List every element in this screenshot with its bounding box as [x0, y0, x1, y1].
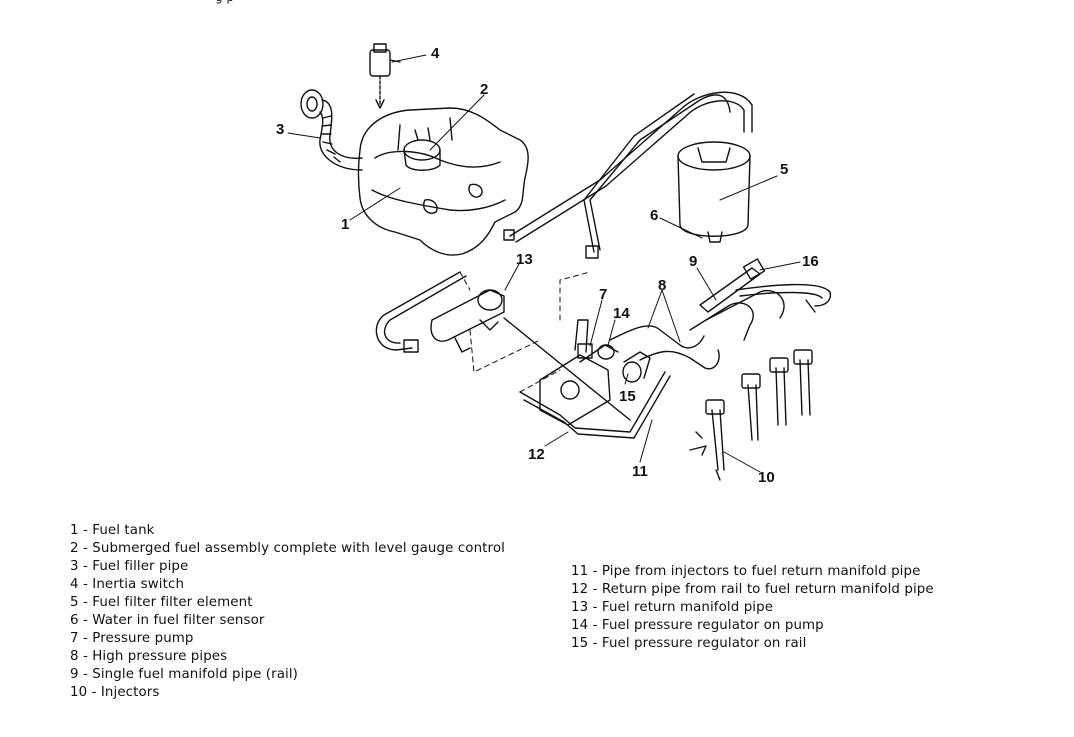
fuel-filter: [677, 141, 751, 243]
legend-item: 9 - Single fuel manifold pipe (rail): [70, 667, 298, 682]
legend-item: 11 - Pipe from injectors to fuel return …: [571, 564, 921, 579]
legend-item: 5 - Fuel filter filter element: [70, 595, 253, 610]
leader-lines: [287, 54, 801, 473]
callout-8: 8: [658, 277, 666, 294]
legend-item: 8 - High pressure pipes: [70, 649, 228, 664]
callout-16: 16: [802, 253, 819, 270]
callout-5: 5: [780, 161, 788, 178]
assembly-guides: [459, 271, 591, 393]
callout-3: 3: [276, 121, 284, 138]
legend-left: 1 - Fuel tank 2 - Submerged fuel assembl…: [70, 522, 505, 702]
injectors: [689, 349, 813, 481]
fuel-system-diagram: 1 2 3 4 5 6 7 8 9 10 11 12 13 14 15 16: [276, 43, 832, 486]
pressure-pump: [539, 319, 619, 426]
callout-15: 15: [619, 388, 636, 405]
return-pipes: [503, 317, 671, 439]
legend-item: 1 - Fuel tank: [70, 523, 155, 538]
inertia-switch: [369, 43, 401, 109]
legend-item: 14 - Fuel pressure regulator on pump: [571, 618, 824, 633]
callout-14: 14: [613, 305, 630, 322]
cropped-caption-fragment: g p: [215, 0, 234, 4]
legend-item: 3 - Fuel filler pipe: [70, 559, 189, 574]
callout-4: 4: [431, 45, 440, 62]
high-pressure-pipes: [609, 289, 785, 370]
legend-item: 4 - Inertia switch: [70, 577, 185, 592]
legend-item: 12 - Return pipe from rail to fuel retur…: [571, 582, 934, 597]
legend-item: 13 - Fuel return manifold pipe: [571, 600, 774, 615]
submerged-fuel-assembly: [403, 127, 441, 171]
legend-item: 6 - Water in fuel filter sensor: [70, 613, 265, 628]
legend-item: 7 - Pressure pump: [70, 631, 194, 646]
callout-7: 7: [599, 286, 607, 303]
legend-item: 15 - Fuel pressure regulator on rail: [571, 636, 807, 651]
callout-numbers: 1 2 3 4 5 6 7 8 9 10 11 12 13 14 15 16: [276, 45, 819, 486]
legend-right: 11 - Pipe from injectors to fuel return …: [571, 563, 934, 653]
callout-13: 13: [516, 251, 533, 268]
fuel-filler-pipe: [300, 89, 363, 171]
legend-item: 10 - Injectors: [70, 685, 160, 700]
callout-10: 10: [758, 469, 775, 486]
fuel-rail: [699, 258, 832, 313]
callout-12: 12: [528, 446, 545, 463]
tank-to-filter-pipes: [503, 91, 753, 259]
callout-11: 11: [632, 463, 648, 480]
pressure-regulators: [597, 344, 651, 383]
legend-item: 2 - Submerged fuel assembly complete wit…: [70, 541, 505, 556]
callout-6: 6: [650, 207, 658, 224]
return-manifold-pipe: [375, 271, 505, 353]
callout-1: 1: [341, 216, 349, 233]
callout-2: 2: [480, 81, 488, 98]
callout-9: 9: [689, 253, 697, 270]
fuel-tank: [357, 107, 529, 256]
